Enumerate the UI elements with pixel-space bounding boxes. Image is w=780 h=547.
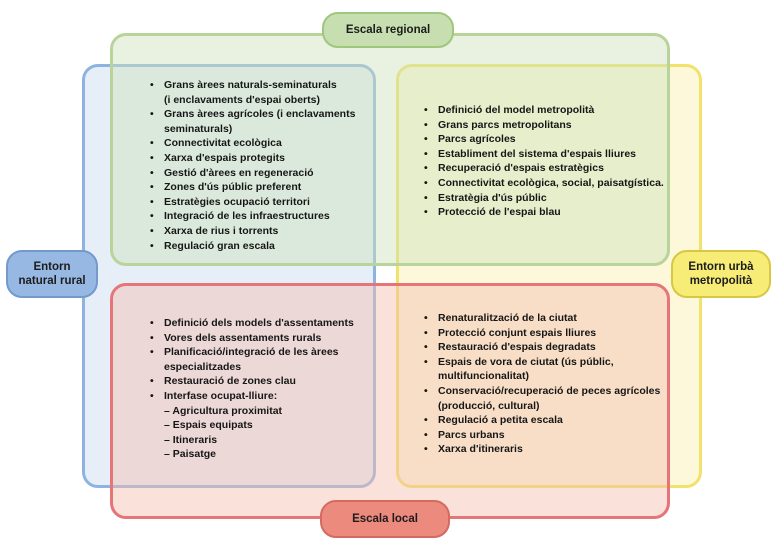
list-item: Parcs agrícoles xyxy=(422,132,667,147)
list-item: Definició dels models d'assentaments xyxy=(148,316,368,331)
list-subitem: – Itineraris xyxy=(164,433,218,446)
list-item: Parcs urbans xyxy=(422,428,670,443)
list-item: Interfase ocupat-lliure: xyxy=(148,389,368,404)
list-item: Renaturalització de la ciutat xyxy=(422,311,670,326)
list-item: Protecció conjunt espais lliures xyxy=(422,326,670,341)
list-item: Integració de les infraestructures xyxy=(148,209,378,224)
list-subitem: – Espais equipats xyxy=(164,419,253,432)
list-top-left: Grans àrees naturals-seminaturals (i enc… xyxy=(148,78,378,253)
list-item-continuation: (producció, cultural) xyxy=(438,399,540,412)
list-item: Restauració d'espais degradats xyxy=(422,340,670,355)
list-item: Conservació/recuperació de peces agrícol… xyxy=(422,384,670,399)
list-bottom-right: Renaturalització de la ciutat Protecció … xyxy=(422,311,670,457)
list-item: Xarxa de rius i torrents xyxy=(148,224,378,239)
list-item: Vores dels assentaments rurals xyxy=(148,331,368,346)
list-top-right: Definició del model metropolità Grans pa… xyxy=(422,103,667,220)
list-item: Establiment del sistema d'espais lliures xyxy=(422,147,667,162)
list-item: Xarxa d'espais protegits xyxy=(148,151,378,166)
list-item-continuation: multifuncionalitat) xyxy=(438,370,529,383)
list-item: Estratègies ocupació territori xyxy=(148,195,378,210)
list-item: Grans parcs metropolitans xyxy=(422,118,667,133)
list-item: Restauració de zones clau xyxy=(148,374,368,389)
list-item: Xarxa d'itineraris xyxy=(422,442,670,457)
list-item: Protecció de l'espai blau xyxy=(422,205,667,220)
natural-rural-frame xyxy=(82,64,376,488)
list-subitem: – Agricultura proximitat xyxy=(164,404,283,417)
list-item-continuation: (i enclavaments d'espai oberts) xyxy=(164,93,320,106)
list-item-continuation: especialitzades xyxy=(164,360,242,373)
label-local-scale: Escala local xyxy=(320,500,450,538)
list-item: Grans àrees agrícoles (i enclavaments xyxy=(148,107,378,122)
list-item: Espais de vora de ciutat (ús públic, xyxy=(422,355,670,370)
list-item: Grans àrees naturals-seminaturals xyxy=(148,78,378,93)
list-item: Regulació gran escala xyxy=(148,239,378,254)
list-subitem: – Paisatge xyxy=(164,448,216,461)
list-item: Zones d'ús públic preferent xyxy=(148,180,378,195)
list-item: Connectivitat ecològica, social, paisatg… xyxy=(422,176,667,191)
label-regional-scale: Escala regional xyxy=(322,12,454,48)
list-item: Recuperació d'espais estratègics xyxy=(422,161,667,176)
list-bottom-left: Definició dels models d'assentaments Vor… xyxy=(148,316,368,462)
list-item: Connectivitat ecològica xyxy=(148,136,378,151)
list-item-continuation: seminaturals) xyxy=(164,122,233,135)
list-item: Definició del model metropolità xyxy=(422,103,667,118)
label-urban-metropolitan: Entorn urbà metropolità xyxy=(671,250,771,298)
list-item: Gestió d'àrees en regeneració xyxy=(148,166,378,181)
label-natural-rural: Entorn natural rural xyxy=(6,250,98,298)
list-item: Planificació/integració de les àrees xyxy=(148,345,368,360)
list-item: Regulació a petita escala xyxy=(422,413,670,428)
list-item: Estratègia d'ús públic xyxy=(422,191,667,206)
